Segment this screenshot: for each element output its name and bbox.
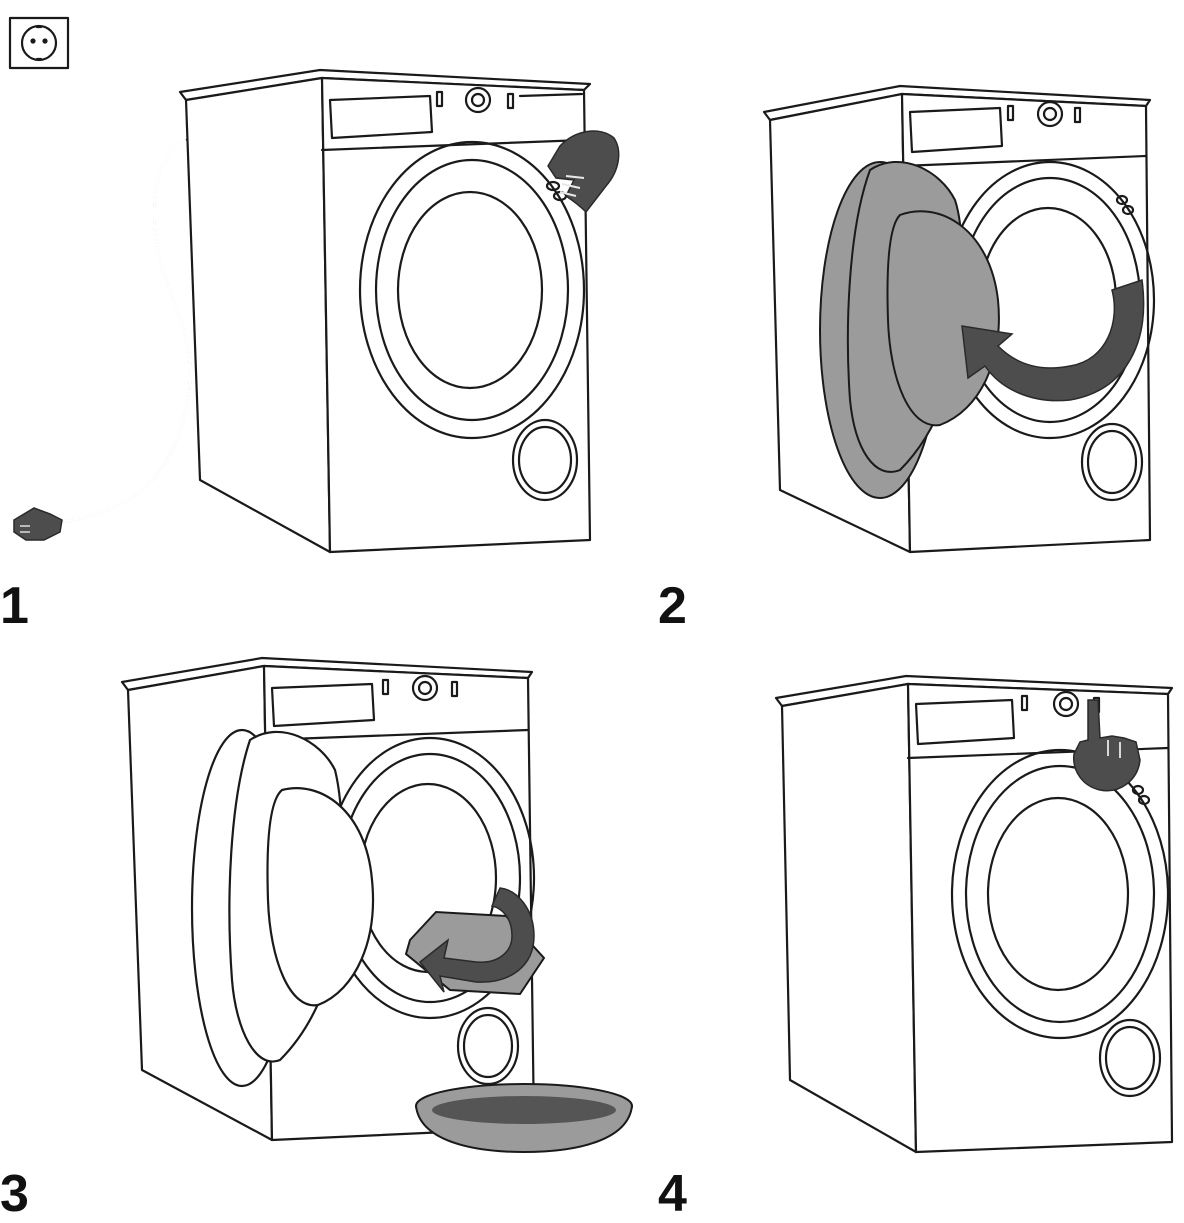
step-2-number: 2 [658, 577, 687, 635]
water-bowl [415, 1083, 633, 1154]
panel-1-machine [178, 68, 592, 554]
hand-icon [547, 130, 620, 214]
open-door [190, 728, 374, 1088]
step-3-number: 3 [0, 1165, 29, 1223]
curved-arrow-icon [418, 887, 535, 993]
power-plug-icon [13, 507, 63, 541]
hand-icon [1073, 699, 1141, 792]
power-cable [58, 138, 192, 524]
panel-4-machine [774, 674, 1174, 1154]
power-socket-icon [8, 16, 70, 70]
step-1-number: 1 [0, 577, 29, 635]
curved-arrow-icon [961, 279, 1145, 402]
step-4-number: 4 [658, 1165, 687, 1223]
